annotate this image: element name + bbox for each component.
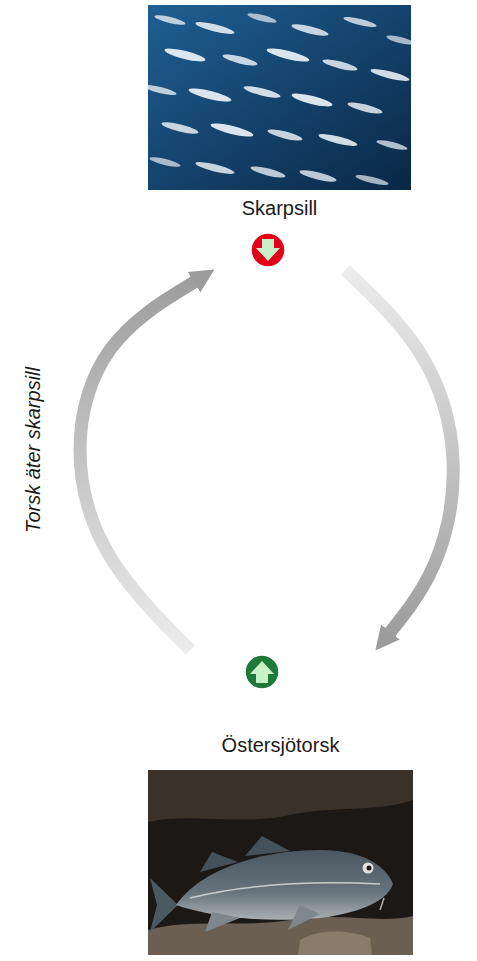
sprat [222,52,259,68]
sprat [291,91,334,109]
sprat [318,132,359,148]
cod-fin [288,905,320,930]
sprat [291,22,330,38]
sprat [343,15,377,29]
sprat [266,46,311,64]
rock-overhang [148,770,413,822]
increase-icon [245,655,279,689]
sprat [210,121,255,139]
sprat [347,100,384,116]
sprat [195,160,236,176]
sprat [188,86,233,104]
cod-fin [245,836,290,856]
cycle-arrow [80,282,195,650]
species-name: Skarpsill [148,196,411,220]
sprat [247,11,278,24]
sprat [376,138,409,152]
sprat [322,57,359,73]
sprat [299,168,338,184]
rock-background [148,770,413,955]
rock-stone [298,932,372,956]
cod-barbel [380,898,384,910]
sprat [355,173,389,187]
increase-circle [245,655,279,689]
sea-background [148,5,411,190]
cod-fin [200,852,238,872]
sprat [164,46,207,64]
cod-tail [150,878,178,932]
sprat [386,34,411,47]
sprat [148,83,177,97]
sprat [154,13,187,27]
cod-body [176,850,393,920]
sprat [149,155,182,169]
sprat [250,164,287,180]
cod-eye [363,863,374,874]
down-arrow [256,239,280,261]
up-arrow [250,661,274,683]
sprat [267,127,304,143]
sprat [161,120,200,136]
rock-floor [148,916,413,955]
cycle-arrow [345,270,453,633]
edge-label: Torsk äter skarpsill [21,367,45,533]
cod-pupil [367,866,372,871]
sprat-school [148,11,411,187]
species-name: Östersjötorsk [148,733,413,757]
sprat [195,20,236,36]
cod-lateral-line [190,883,380,898]
sprat-photo [148,5,411,190]
decrease-circle [251,233,285,267]
edge-label-holder: Torsk äter skarpsill [21,367,45,533]
species-node: Östersjötorsk [148,650,413,955]
sprat [243,84,282,100]
decrease-icon [251,233,285,267]
sprat [370,67,411,83]
cod-fin [205,912,240,932]
species-node: Skarpsill [148,5,411,270]
cod-photo [148,770,413,955]
